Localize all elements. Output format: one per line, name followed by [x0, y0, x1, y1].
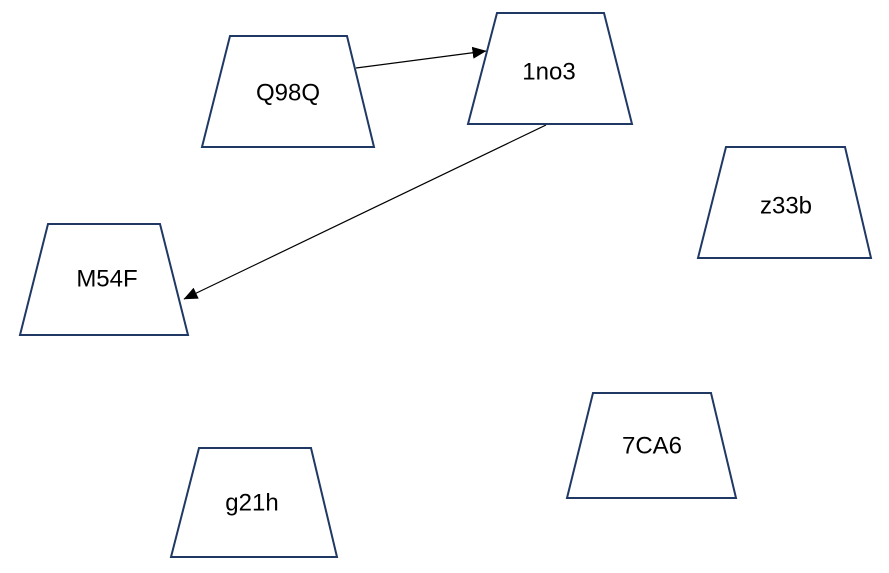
node-7ca6[interactable]: 7CA6 [565, 392, 738, 499]
node-z33b-trapezoid [696, 146, 873, 259]
edge-1no3-to-m54f[interactable] [183, 124, 547, 300]
node-g21h-trapezoid [169, 447, 339, 558]
node-1no3-label: 1no3 [522, 59, 575, 86]
node-q98q[interactable]: Q98Q [200, 35, 376, 148]
node-1no3[interactable]: 1no3 [466, 12, 634, 125]
node-m54f-trapezoid [18, 223, 190, 336]
node-q98q-trapezoid [200, 35, 376, 148]
edge-q98q-to-1no3[interactable] [355, 46, 487, 69]
node-z33b-label: z33b [760, 193, 812, 220]
node-7ca6-label: 7CA6 [622, 433, 682, 460]
node-m54f[interactable]: M54F [18, 223, 190, 336]
node-g21h-label: g21h [225, 490, 278, 517]
node-1no3-trapezoid [466, 12, 634, 125]
node-m54f-label: M54F [76, 266, 137, 293]
node-7ca6-trapezoid [565, 392, 738, 499]
node-g21h[interactable]: g21h [169, 447, 339, 558]
node-q98q-label: Q98Q [256, 80, 320, 107]
node-z33b[interactable]: z33b [696, 146, 873, 259]
